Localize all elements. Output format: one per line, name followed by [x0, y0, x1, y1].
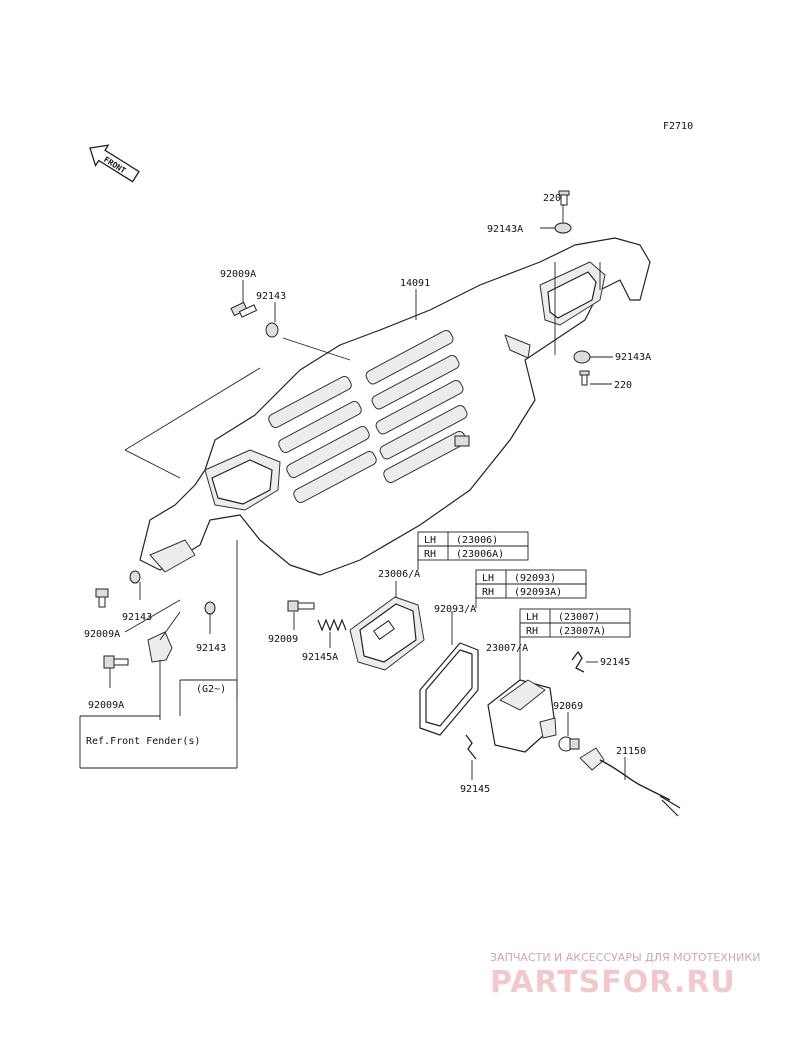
table-23006: LH (23006) RH (23006A)	[417, 531, 529, 570]
label-92145A: 92145A	[302, 652, 338, 663]
screw-220-top-icon	[558, 190, 570, 206]
label-14091: 14091	[400, 278, 430, 289]
t92093-lh: LH	[482, 573, 494, 584]
bolt-92009A-mid-icon	[95, 588, 109, 608]
label-92143A-right: 92143A	[615, 352, 651, 363]
t23007-rh: RH	[526, 626, 538, 637]
label-220-right: 220	[614, 380, 632, 391]
clip-92145-right-icon	[571, 650, 585, 673]
bolt-92009-icon	[287, 600, 315, 612]
label-220-top: 220	[543, 193, 561, 204]
t23006-rh: RH	[424, 549, 436, 560]
t92093-rh: RH	[482, 587, 494, 598]
label-92009A-top: 92009A	[220, 269, 256, 280]
clip-92145-bottom-icon	[465, 734, 477, 760]
t23007-lh-val: (23007)	[558, 612, 600, 623]
label-92143-mid: 92143	[196, 643, 226, 654]
washer-92143-left-icon	[129, 570, 141, 584]
watermark-brand: PARTSFOR.RU	[490, 965, 736, 1000]
label-92145-bottom: 92145	[460, 784, 490, 795]
label-23006A: 23006/A	[378, 569, 420, 580]
front-arrow-icon: FRONT	[89, 144, 140, 183]
screw-220-right-icon	[579, 370, 590, 386]
t23007-lh: LH	[526, 612, 538, 623]
t92093-lh-val: (92093)	[514, 573, 556, 584]
figure-code: F2710	[663, 121, 693, 132]
headlight-rim-part	[349, 596, 425, 671]
ref-box-model: (G2~)	[196, 684, 226, 695]
t23006-lh: LH	[424, 535, 436, 546]
label-92009: 92009	[268, 634, 298, 645]
bolt-92009A-top-icon	[230, 301, 258, 318]
bracket-part	[147, 631, 173, 663]
table-92093: LH (92093) RH (92093A)	[475, 569, 587, 608]
label-92009A-mid: 92009A	[84, 629, 120, 640]
label-92145-right: 92145	[600, 657, 630, 668]
watermark-tagline: ЗАПЧАСТИ И АКСЕССУАРЫ ДЛЯ МОТОТЕХНИКИ	[490, 951, 760, 964]
label-92069: 92069	[553, 701, 583, 712]
label-23007A: 23007/A	[486, 643, 528, 654]
headlight-cover-part	[139, 237, 651, 576]
spring-92145A-icon	[317, 618, 347, 632]
table-23007: LH (23007) RH (23007A)	[519, 608, 631, 638]
ref-box-text: Ref.Front Fender(s)	[86, 736, 200, 747]
label-21150: 21150	[616, 746, 646, 757]
headlight-unit-part	[487, 679, 557, 753]
t23007-rh-val: (23007A)	[558, 626, 606, 637]
t23006-lh-val: (23006)	[456, 535, 498, 546]
socket-21150-icon	[579, 747, 681, 817]
lamp-seal-part	[419, 642, 479, 736]
label-92143-left: 92143	[122, 612, 152, 623]
t92093-rh-val: (92093A)	[514, 587, 562, 598]
t23006-rh-val: (23006A)	[456, 549, 504, 560]
bolt-92009A-bottom-icon	[103, 655, 129, 669]
label-92009A-bottom: 92009A	[88, 700, 124, 711]
label-92143A-top: 92143A	[487, 224, 523, 235]
washer-92143-top-icon	[265, 322, 279, 338]
label-92143-top: 92143	[256, 291, 286, 302]
bulb-92069-icon	[558, 736, 580, 752]
label-92093A: 92093/A	[434, 604, 476, 615]
washer-92143-mid-icon	[204, 601, 216, 615]
nut-92143A-right-icon	[573, 350, 591, 364]
nut-92143A-top-icon	[554, 222, 572, 234]
